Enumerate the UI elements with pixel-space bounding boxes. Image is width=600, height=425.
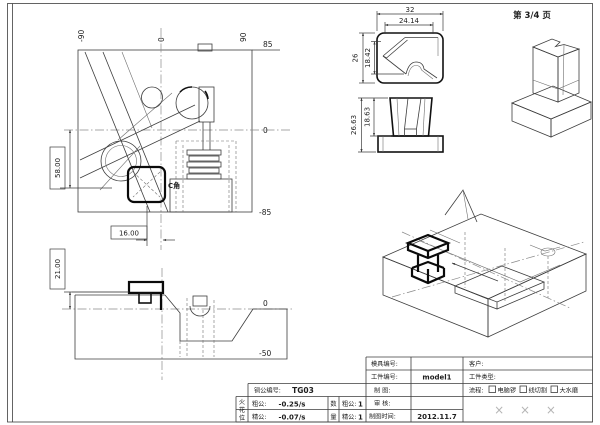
svg-text:18.63: 18.63 [364,107,372,127]
dim-16: 16.00 [110,206,175,246]
dim-24-14: 24.14 [384,17,434,34]
qty-char-0: 数 [330,400,337,408]
process-option-grinder: 大水磨 [560,387,579,395]
joint-circle-small [141,86,163,109]
section-view: 0 -50 21.00 [49,248,292,380]
process-checkbox-wirecut [519,385,527,393]
plan-axis-top-90: 90 [239,32,248,42]
svg-text:26: 26 [352,53,360,62]
qty-rough-value: 1 [358,401,363,409]
plan-axis-top-0: 0 [157,37,166,42]
svg-text:16.00: 16.00 [119,230,139,238]
plan-axis-right-minus85: -85 [259,208,271,217]
joint-circle-large [100,140,142,182]
rough-label: 粗公: [252,400,266,408]
page-number-label: 第 3/4 页 [513,10,551,21]
part-no-value: model1 [422,374,451,382]
linkage-lines [79,51,201,213]
dim-18-42: 18.42 [364,41,404,75]
spark-char-1: 花 [239,406,245,414]
fine-value: -0.07/s [279,414,306,422]
process-checkbox-cnc [488,385,496,393]
block-profile [72,291,288,360]
dim-58: 58.00 [49,129,112,190]
fine-label: 精公: [252,413,266,421]
process-checkbox-grinder [550,385,558,393]
electrode-no-value: TG03 [292,386,314,395]
spark-char-0: 火 [239,399,245,406]
date-label: 制图时间: [369,413,396,421]
electrode-top-shape [382,37,439,80]
mold-no-label: 模具编号: [371,360,398,368]
date-value: 2012.11.7 [417,413,457,421]
part-type-label: 工件类型: [469,373,496,381]
mold-iso-view [381,189,588,338]
sign-marks: × × × [494,403,562,417]
process-label: 流程: [469,387,483,395]
svg-text:21.00: 21.00 [54,259,62,279]
title-block: 铜公编号: TG03 火 花 位 粗公: -0.25/s 精公: -0.07/s… [235,356,593,423]
process-option-cnc: 电脑锣 [498,387,517,395]
process-option-wirecut: 线切割 [529,387,548,395]
plan-view: -90 0 90 85 0 -85 [49,28,290,250]
c-corner-label: C角 [168,181,180,190]
section-axis-0: 0 [263,299,268,308]
customer-label: 客户: [469,360,483,368]
plan-axis-right-85: 85 [263,40,273,49]
qty-char-1: 量 [330,414,336,421]
part-no-label: 工件编号: [371,373,398,381]
svg-text:26.63: 26.63 [350,115,358,135]
qty-rough-label: 粗公: [342,400,356,408]
audit-label: 审 核: [374,400,390,408]
qty-fine-label: 精公: [342,413,356,421]
svg-text:32: 32 [406,6,415,14]
plan-axis-top-minus90: -90 [77,30,86,42]
electrode-iso-view [510,38,593,138]
dim-18-63: 18.63 [364,97,391,137]
electrode-plan-outline [126,165,167,204]
spark-char-2: 位 [239,414,245,422]
electrode-front-view: 26.63 18.63 [350,97,444,153]
rough-value: -0.25/s [279,401,306,409]
svg-text:24.14: 24.14 [399,17,420,25]
dim-26: 26 [352,32,375,84]
section-axis-minus50: -50 [259,349,271,358]
plan-axis-right-0: 0 [263,126,268,135]
svg-text:18.42: 18.42 [364,48,372,68]
dim-32: 32 [376,6,444,31]
dim-21: 21.00 [49,248,129,310]
electrode-no-label: 铜公编号: [254,387,281,395]
electrode-section-outline [127,280,165,310]
svg-text:58.00: 58.00 [54,158,62,178]
electrode-top-view: 32 24.14 26 18.42 [352,6,444,84]
title-block-grid [235,356,593,423]
electrode-iso-highlight [405,233,451,285]
draft-label: 制 图: [374,387,390,395]
qty-fine-value: 1 [358,414,363,422]
boss-and-spring [169,86,237,213]
